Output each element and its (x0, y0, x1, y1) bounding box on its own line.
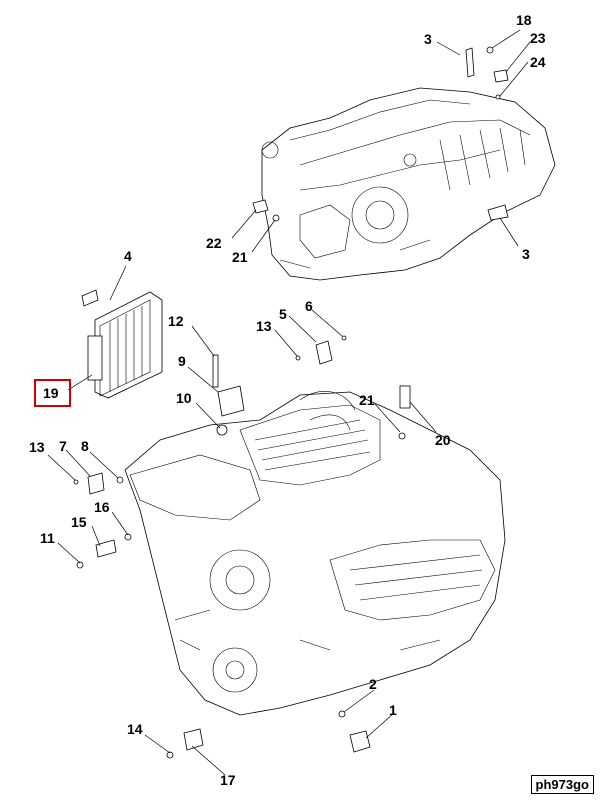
callout-21-upper: 21 (232, 249, 248, 265)
sensor-parts-drawing (73, 46, 509, 759)
callout-2: 2 (369, 676, 377, 692)
callout-12: 12 (168, 313, 184, 329)
callout-18: 18 (516, 12, 532, 28)
engine-control-module-drawing (81, 289, 163, 399)
callout-8: 8 (81, 438, 89, 454)
callout-21-lower: 21 (359, 392, 375, 408)
callout-1: 1 (389, 702, 397, 718)
callout-13-left: 13 (29, 439, 45, 455)
callout-23: 23 (530, 30, 546, 46)
callout-19-highlight (34, 379, 71, 407)
callout-10: 10 (176, 390, 192, 406)
callout-3-right: 3 (522, 246, 530, 262)
callout-3-upper: 3 (424, 31, 432, 47)
figure-reference-label: ph973go (530, 775, 594, 794)
leader-lines (47, 29, 531, 776)
callout-7: 7 (59, 438, 67, 454)
callout-6: 6 (305, 298, 313, 314)
callout-4: 4 (124, 248, 132, 264)
callout-24: 24 (530, 54, 546, 70)
callout-20: 20 (435, 432, 451, 448)
callout-9: 9 (178, 353, 186, 369)
callout-14: 14 (127, 721, 143, 737)
callout-17: 17 (220, 772, 236, 788)
callout-13-upper: 13 (256, 318, 272, 334)
callout-11: 11 (40, 530, 55, 546)
callout-16: 16 (94, 499, 110, 515)
callout-15: 15 (71, 514, 87, 530)
intake-manifold-drawing (261, 87, 556, 281)
callout-5: 5 (279, 306, 287, 322)
engine-block-drawing (124, 391, 506, 716)
callout-22: 22 (206, 235, 222, 251)
callout-19: 19 (43, 385, 59, 401)
